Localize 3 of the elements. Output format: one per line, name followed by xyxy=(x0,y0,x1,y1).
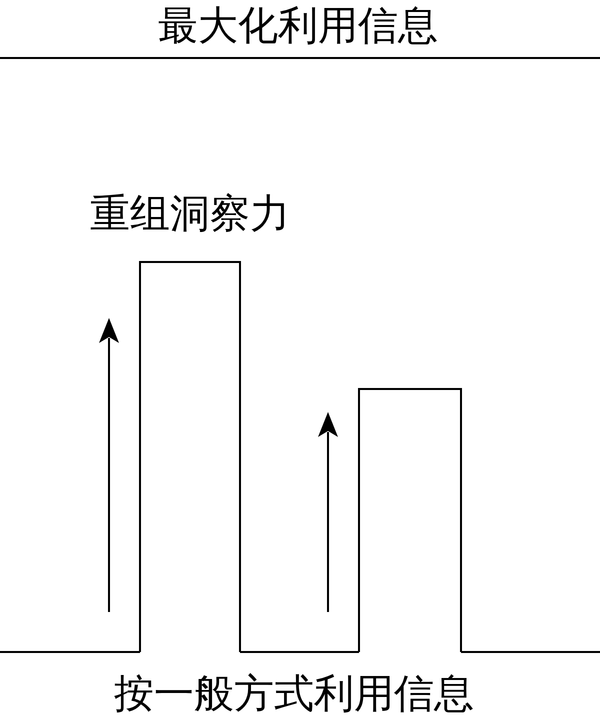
peak-label: 重组洞察力 xyxy=(90,194,290,234)
top-line-label: 最大化利用信息 xyxy=(158,6,438,46)
baseline-label: 按一般方式利用信息 xyxy=(114,674,474,714)
